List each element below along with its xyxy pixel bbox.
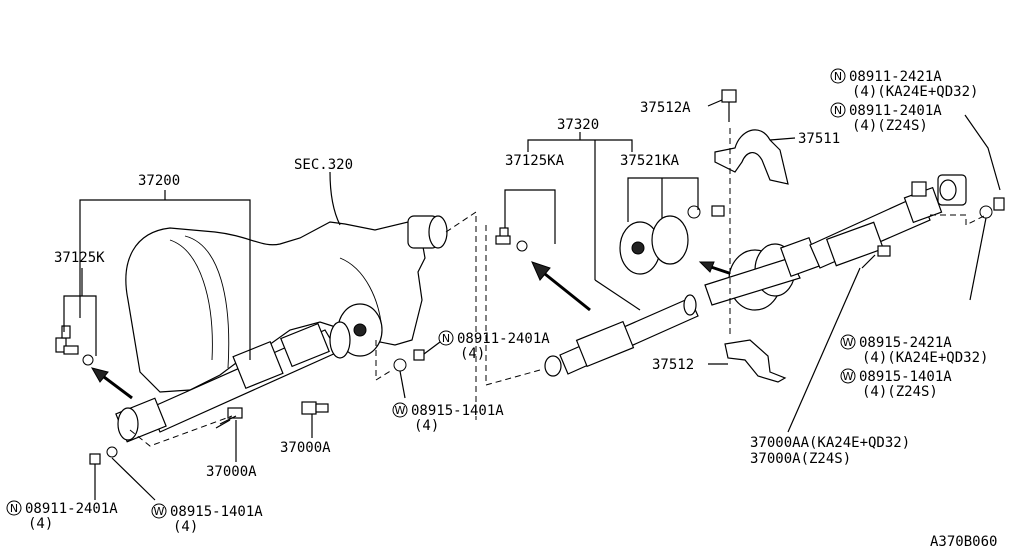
label-nut-bottom-left: 08911-2401A	[25, 501, 118, 517]
label-washer-right-2: 08915-1401A	[859, 369, 952, 385]
bolt-37512A	[721, 89, 737, 122]
svg-text:W: W	[843, 336, 854, 349]
label-washer-right-2-qty: (4)(Z24S)	[862, 384, 938, 400]
alignment-dashes	[129, 128, 987, 447]
bolt-37000A-left	[215, 407, 243, 429]
washer-symbol-mid: W	[392, 402, 408, 418]
bolt-37000A-mid	[301, 401, 329, 415]
label-37125K: 37125K	[54, 250, 105, 266]
bracket-37521KA	[627, 177, 699, 222]
bracket-37512	[724, 339, 787, 383]
label-washer-bottom-left-qty: (4)	[173, 519, 198, 535]
label-washer-right-1-qty: (4)(KA24E+QD32)	[862, 350, 988, 366]
center-bearing-37521KA	[619, 205, 725, 275]
label-washer-mid: 08915-1401A	[411, 403, 504, 419]
label-nut-top-right-2: 08911-2401A	[849, 103, 942, 119]
nut-symbol-top-right-2: N	[830, 102, 846, 118]
svg-text:N: N	[834, 104, 842, 117]
bolt-37000AA	[861, 245, 891, 269]
label-37320: 37320	[557, 117, 599, 133]
bracket-37511	[714, 129, 789, 185]
front-propeller-shaft	[115, 303, 383, 443]
washer-symbol-bottom-left: W	[151, 503, 167, 519]
svg-text:W: W	[154, 505, 165, 518]
label-nut-mid: 08911-2401A	[457, 331, 550, 347]
label-nut-top-right-1: 08911-2421A	[849, 69, 942, 85]
label-37000A-mid: 37000A	[280, 440, 331, 456]
svg-text:W: W	[843, 370, 854, 383]
rear-shaft-section	[704, 174, 967, 311]
label-nut-top-right-2-qty: (4)(Z24S)	[852, 118, 928, 134]
nut-washer-right	[979, 197, 1005, 219]
nut-symbol-bottom-left: N	[6, 500, 22, 516]
label-37125KA: 37125KA	[505, 153, 565, 169]
label-37512: 37512	[652, 357, 694, 373]
label-nut-mid-qty: (4)	[460, 346, 485, 362]
nut-mid	[413, 349, 425, 361]
leader-lines	[79, 99, 1001, 501]
diagram-code: A370B060	[930, 534, 997, 550]
label-37000A-left: 37000A	[206, 464, 257, 480]
washer-symbol-right-1: W	[840, 334, 856, 350]
label-nut-top-right-1-qty: (4)(KA24E+QD32)	[852, 84, 978, 100]
arrow-middle	[531, 261, 591, 312]
bracket-37125KA	[504, 189, 556, 244]
washer-mid	[393, 358, 407, 372]
label-nut-bottom-left-qty: (4)	[28, 516, 53, 532]
label-washer-mid-qty: (4)	[414, 418, 439, 434]
label-37511: 37511	[798, 131, 840, 147]
svg-text:N: N	[442, 332, 450, 345]
label-washer-right-1: 08915-2421A	[859, 335, 952, 351]
svg-text:W: W	[395, 404, 406, 417]
spider-kit-37125KA	[495, 227, 528, 252]
arrow-left	[90, 367, 133, 400]
label-37521KA: 37521KA	[620, 153, 680, 169]
nut-symbol-top-right-1: N	[830, 68, 846, 84]
label-sec320: SEC.320	[294, 157, 353, 173]
nut-symbol-mid: N	[438, 330, 454, 346]
label-37000A-z24s: 37000A(Z24S)	[750, 451, 851, 467]
label-37200: 37200	[138, 173, 180, 189]
label-37000AA: 37000AA(KA24E+QD32)	[750, 435, 910, 451]
label-washer-bottom-left: 08915-1401A	[170, 504, 263, 520]
spider-kit-37125K	[55, 325, 94, 366]
washer-symbol-right-2: W	[840, 368, 856, 384]
svg-text:N: N	[834, 70, 842, 83]
rear-propeller-shaft-37320	[544, 294, 699, 377]
svg-text:N: N	[10, 502, 18, 515]
nut-washer-left	[89, 446, 118, 465]
label-37512A: 37512A	[640, 100, 691, 116]
